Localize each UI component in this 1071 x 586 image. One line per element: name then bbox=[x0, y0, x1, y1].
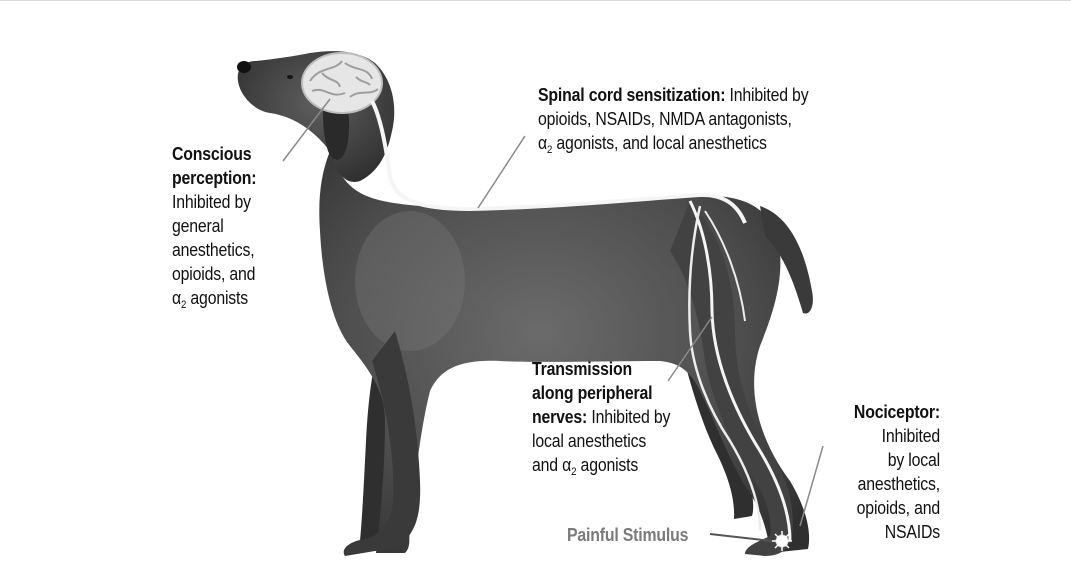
painful-stimulus-label: Painful Stimulus bbox=[567, 523, 688, 547]
conscious-body-line: anesthetics, bbox=[172, 238, 304, 262]
conscious-title-line1: Conscious bbox=[172, 144, 251, 164]
nociceptor-body-line: opioids, and bbox=[817, 496, 940, 520]
transmission-alpha-line: and α2 agonists bbox=[532, 453, 726, 484]
spinal-line1-rest: Inhibited by bbox=[725, 85, 808, 105]
transmission-line3-rest: Inhibited by bbox=[587, 407, 670, 427]
chest-highlight bbox=[355, 211, 465, 351]
dog-nose bbox=[237, 61, 251, 73]
spinal-cord-label: Spinal cord sensitization: Inhibited by … bbox=[538, 83, 890, 162]
nociceptor-body-line: by local bbox=[817, 448, 940, 472]
brain-icon bbox=[302, 53, 382, 113]
nociceptor-body-line: anesthetics, bbox=[817, 472, 940, 496]
dog-eye bbox=[287, 75, 293, 79]
conscious-title-line2: perception: bbox=[172, 168, 256, 188]
nociceptor-body-line: NSAIDs bbox=[817, 520, 940, 544]
transmission-title-line3: nerves: bbox=[532, 407, 587, 427]
alpha-rest: agonists, and local anesthetics bbox=[552, 133, 767, 153]
conscious-body-line: Inhibited by bbox=[172, 190, 304, 214]
transmission-line4: local anesthetics bbox=[532, 429, 726, 453]
alpha-rest: agonists bbox=[576, 455, 638, 475]
spinal-line2: opioids, NSAIDs, NMDA antagonists, bbox=[538, 107, 890, 131]
leader-spinal bbox=[478, 136, 525, 208]
nociceptor-label: Nociceptor: Inhibited by local anestheti… bbox=[817, 400, 940, 544]
conscious-perception-label: Conscious perception: Inhibited by gener… bbox=[172, 142, 304, 317]
alpha-rest: agonists bbox=[186, 288, 248, 308]
leader-painful-stimulus bbox=[710, 534, 772, 541]
nociceptor-icon bbox=[772, 531, 792, 551]
conscious-body-line: general bbox=[172, 214, 304, 238]
nociceptor-title: Nociceptor: bbox=[854, 402, 940, 422]
transmission-title-line1: Transmission bbox=[532, 359, 632, 379]
alpha-symbol: α bbox=[538, 133, 547, 153]
nociceptor-body-line: Inhibited bbox=[817, 424, 940, 448]
conscious-alpha-line: α2 agonists bbox=[172, 286, 304, 317]
spinal-title: Spinal cord sensitization: bbox=[538, 85, 725, 105]
alpha-symbol: α bbox=[172, 288, 181, 308]
transmission-label: Transmission along peripheral nerves: In… bbox=[532, 357, 726, 484]
transmission-title-line2: along peripheral bbox=[532, 383, 652, 403]
conscious-body-line: opioids, and bbox=[172, 262, 304, 286]
spinal-alpha-line: α2 agonists, and local anesthetics bbox=[538, 131, 890, 162]
and-prefix: and bbox=[532, 455, 562, 475]
